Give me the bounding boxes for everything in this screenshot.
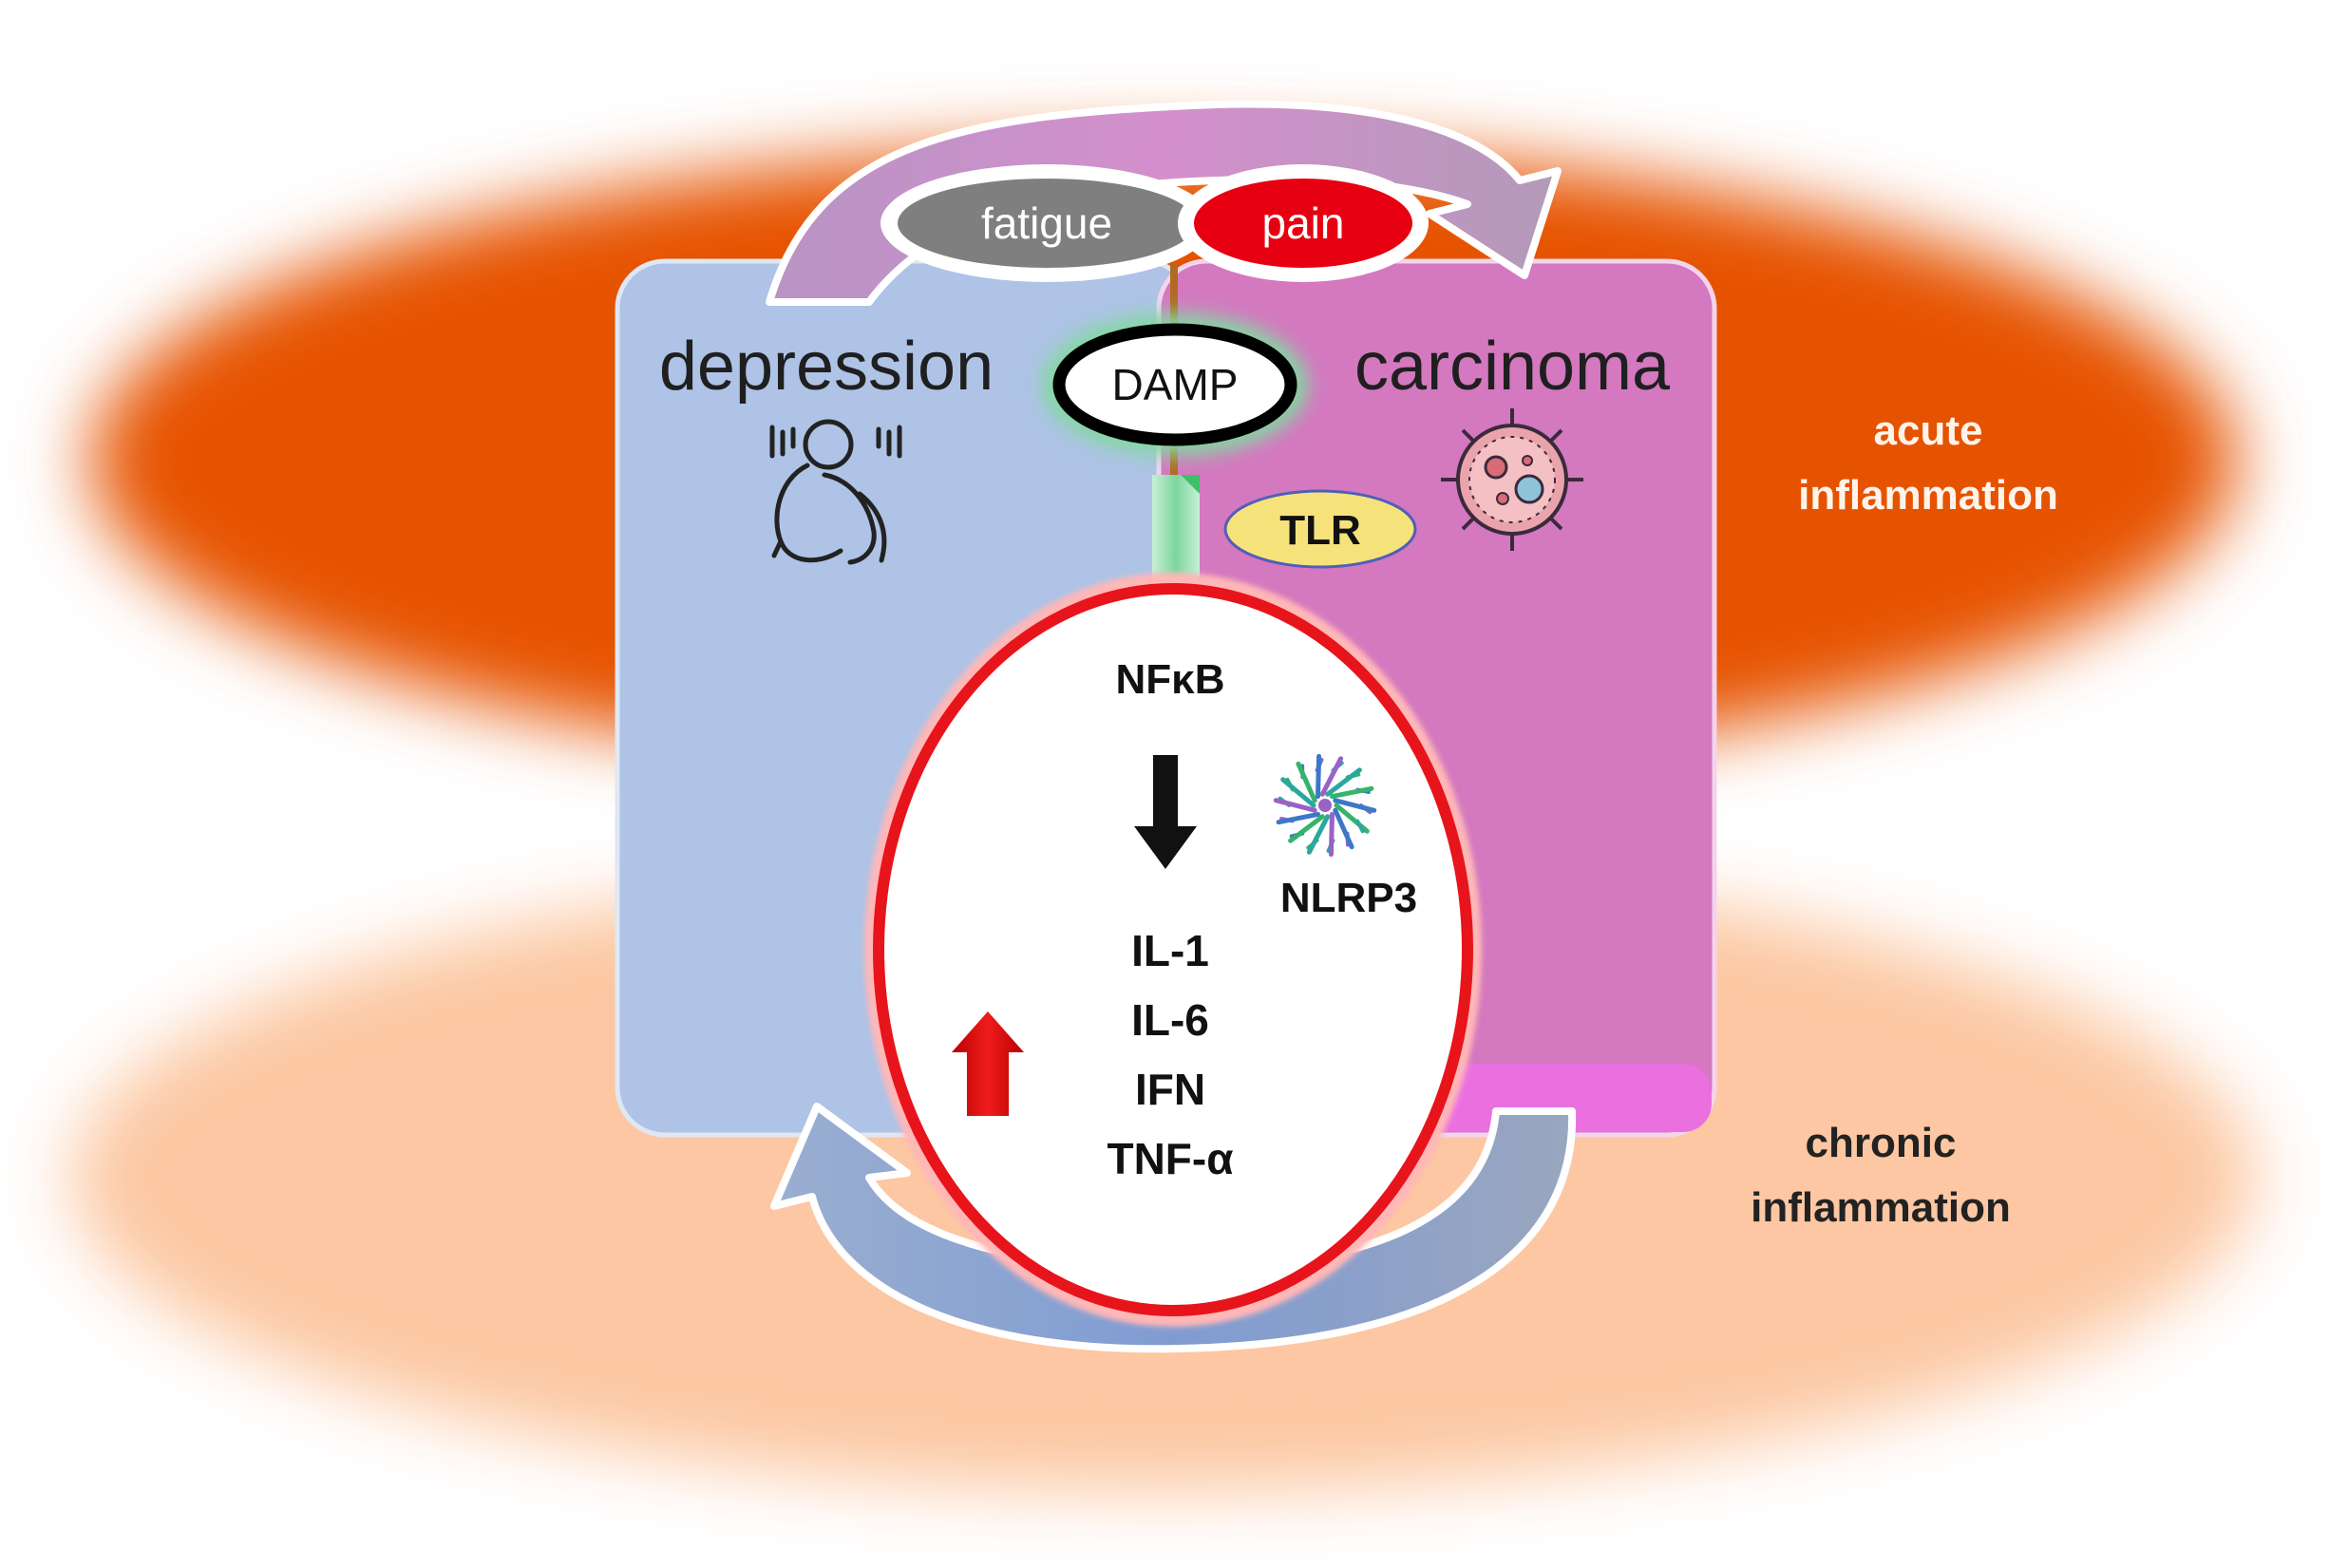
chronic-label-line2: inflammation — [1751, 1184, 2011, 1231]
inflammasome-spoke — [1330, 785, 1374, 800]
chronic-label-line1: chronic — [1806, 1120, 1957, 1166]
inflammasome-spoke — [1316, 753, 1322, 800]
inflammasome-spoke — [1276, 811, 1320, 825]
red-up-arrow-icon — [952, 1011, 1024, 1116]
inflammasome-spoke — [1288, 814, 1325, 843]
fatigue-oval: fatigue — [880, 164, 1213, 282]
carcinoma-label: carcinoma — [1354, 329, 1671, 405]
black-down-arrow-icon — [1134, 755, 1197, 869]
inflammasome-core — [1318, 799, 1332, 812]
inflammasome-spoke — [1333, 798, 1377, 813]
carcinoma-panel-bottom-band — [1406, 1064, 1712, 1132]
depression-label: depression — [659, 329, 994, 405]
cytokine-list: IL-1 IL-6 IFN TNF-α — [1107, 926, 1233, 1183]
nfkb-label: NFκB — [1116, 656, 1225, 703]
tumor-cell-icon — [1441, 408, 1583, 551]
damp-oval: DAMP — [1042, 313, 1308, 456]
inflammasome-spoke — [1333, 807, 1354, 850]
inflammasome-icon — [1273, 753, 1377, 858]
cytokine-il6: IL-6 — [1131, 995, 1209, 1045]
inflammasome-spoke — [1325, 767, 1362, 797]
inflammasome-spoke — [1319, 756, 1344, 797]
acute-label-line2: inflammation — [1798, 472, 2058, 519]
inflammasome-spoke — [1296, 761, 1317, 803]
inflammasome-fragment — [1355, 819, 1365, 834]
tlr-oval: TLR — [1223, 489, 1417, 569]
damp-label: DAMP — [1112, 360, 1239, 409]
inflammasome-spoke — [1306, 814, 1331, 855]
pain-oval: pain — [1178, 164, 1429, 282]
pain-label: pain — [1262, 198, 1345, 248]
cytokine-ifn: IFN — [1135, 1065, 1205, 1114]
nlrp3-label: NLRP3 — [1280, 875, 1417, 921]
inflammasome-spoke — [1328, 811, 1335, 858]
cytokine-il1: IL-1 — [1131, 926, 1209, 975]
inflammasome-spoke — [1273, 798, 1317, 813]
acute-label-line1: acute — [1874, 407, 1983, 454]
fatigue-label: fatigue — [981, 198, 1112, 248]
tlr-label: TLR — [1279, 507, 1361, 554]
cytokine-tnf: TNF-α — [1107, 1134, 1233, 1183]
inflammasome-spoke — [1280, 777, 1316, 808]
depressed-person-icon — [769, 419, 902, 565]
